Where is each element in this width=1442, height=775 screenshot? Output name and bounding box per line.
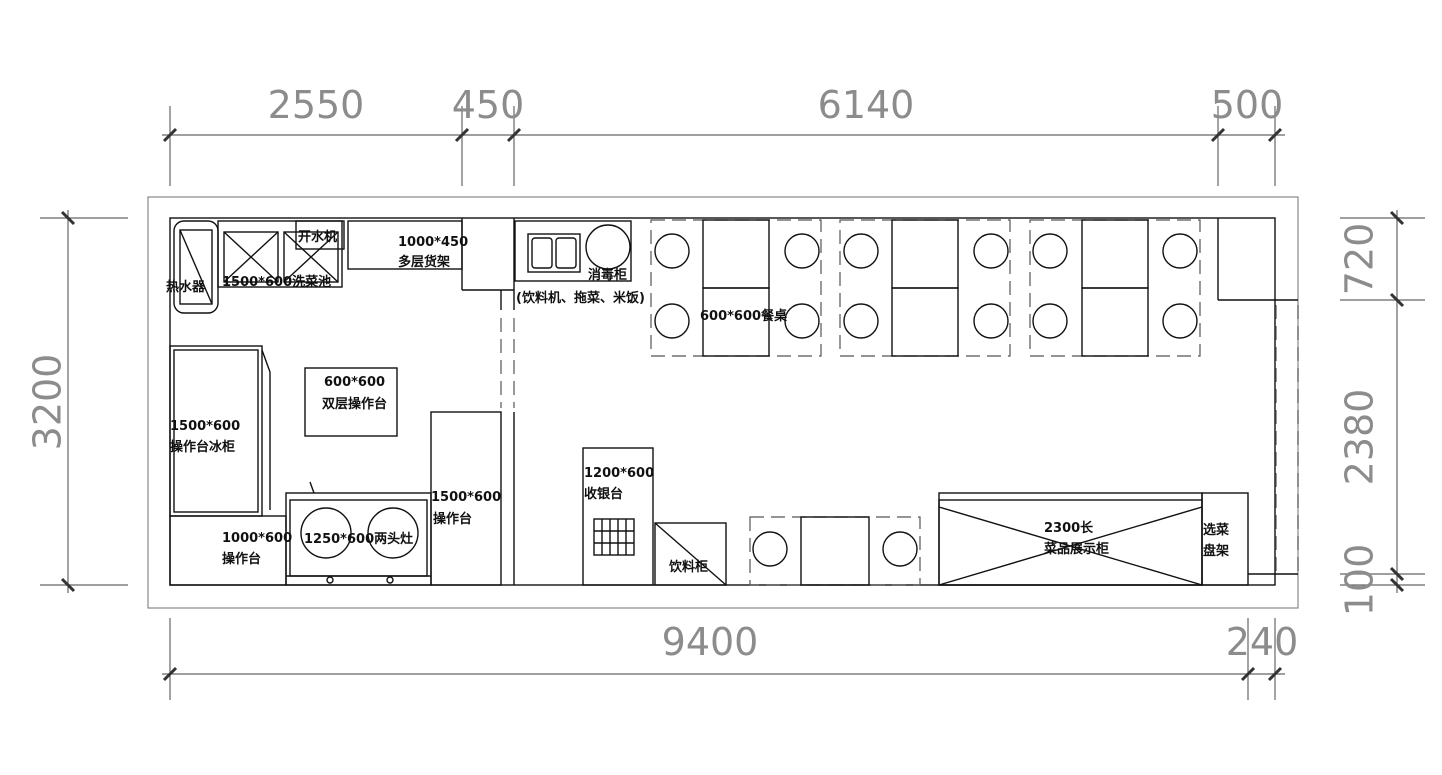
label-multi-shelf-dims: 1000*450 <box>398 235 468 250</box>
water-boiler <box>295 220 345 250</box>
disinfect-cabinet <box>514 220 632 282</box>
worktable-right <box>430 411 502 586</box>
right-dimension-line <box>1340 210 1425 593</box>
dim-top-2550: 2550 <box>268 83 365 127</box>
dim-bottom-9400: 9400 <box>662 620 759 664</box>
label-counter-equipment: (饮料机、拖菜、米饭) <box>516 290 645 306</box>
vegetable-rack <box>1201 492 1249 586</box>
dim-bottom-240: 240 <box>1226 620 1299 664</box>
top-dimension-line <box>162 106 1285 186</box>
multi-shelf <box>347 220 463 270</box>
label-water-boiler: 开水机 <box>298 229 337 245</box>
left-dimension-line <box>40 210 128 593</box>
label-sink: 1500*600洗菜池 <box>222 274 331 290</box>
label-drink-cabinet: 饮料柜 <box>668 559 708 575</box>
label-cashier-dims: 1200*600 <box>584 466 654 481</box>
label-worktable-right-name: 操作台 <box>433 511 472 527</box>
label-fridge-dims: 1500*600 <box>170 419 240 434</box>
kitchen-partition <box>461 218 515 585</box>
dim-left-3200: 3200 <box>26 354 70 451</box>
label-water-heater: 热水器 <box>166 279 206 295</box>
sink-unit <box>217 220 343 288</box>
bottom-dimension-line <box>162 618 1285 700</box>
label-worktable-left-name: 操作台 <box>222 551 261 567</box>
drink-cabinet <box>654 522 727 586</box>
dining-tables <box>650 219 1201 586</box>
dim-right-720: 720 <box>1338 223 1382 296</box>
label-dining-table: 600*600餐桌 <box>700 308 788 324</box>
two-burner-stove <box>285 481 432 586</box>
label-veg-rack-1: 选菜 <box>1203 522 1229 538</box>
label-veg-rack-2: 盘架 <box>1203 543 1229 559</box>
label-disinfect-cabinet: 消毒柜 <box>588 267 627 283</box>
dim-top-6140: 6140 <box>818 83 915 127</box>
label-worktable-right-dims: 1500*600 <box>431 490 501 505</box>
food-display-cabinet <box>938 492 1203 586</box>
dim-top-500: 500 <box>1211 83 1284 127</box>
double-worktable <box>304 367 398 437</box>
label-stove: 1250*600两头灶 <box>304 531 413 547</box>
cashier-counter <box>582 447 654 586</box>
label-fridge-name: 操作台冰柜 <box>170 439 235 455</box>
dim-right-100: 100 <box>1338 544 1382 617</box>
label-multi-shelf-name: 多层货架 <box>398 254 450 270</box>
storefront-glazing <box>1217 218 1299 575</box>
label-double-worktable-name: 双层操作台 <box>322 396 387 412</box>
label-display-name: 菜品展示柜 <box>1043 541 1109 557</box>
water-heater <box>173 220 219 314</box>
label-double-worktable-dims: 600*600 <box>324 375 385 390</box>
dim-top-450: 450 <box>452 83 525 127</box>
worktable-left <box>169 515 287 586</box>
label-cashier-name: 收银台 <box>584 486 623 502</box>
label-worktable-left-dims: 1000*600 <box>222 531 292 546</box>
label-display-dims: 2300长 <box>1044 520 1094 536</box>
dim-right-2380: 2380 <box>1338 389 1382 486</box>
